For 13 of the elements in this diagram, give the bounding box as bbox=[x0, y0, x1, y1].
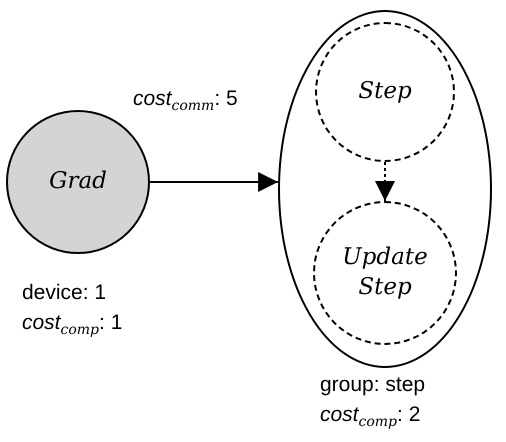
edge-label: cost$_{comm}$: 5 bbox=[133, 86, 238, 115]
node-caption: cost$_{comp}$: 2 bbox=[320, 402, 420, 431]
group-ellipse bbox=[278, 10, 492, 368]
arrow bbox=[150, 172, 278, 192]
node-label: Step bbox=[358, 77, 412, 106]
step-circle bbox=[315, 22, 455, 162]
arrow bbox=[375, 162, 395, 201]
node-caption: device: 1 bbox=[22, 280, 106, 306]
node-label: Grad bbox=[49, 167, 107, 196]
node-caption: group: step bbox=[320, 372, 426, 398]
node-label: Update Step bbox=[341, 243, 429, 302]
step-circle bbox=[313, 201, 457, 345]
node-caption: cost$_{comp}$: 1 bbox=[22, 310, 122, 339]
